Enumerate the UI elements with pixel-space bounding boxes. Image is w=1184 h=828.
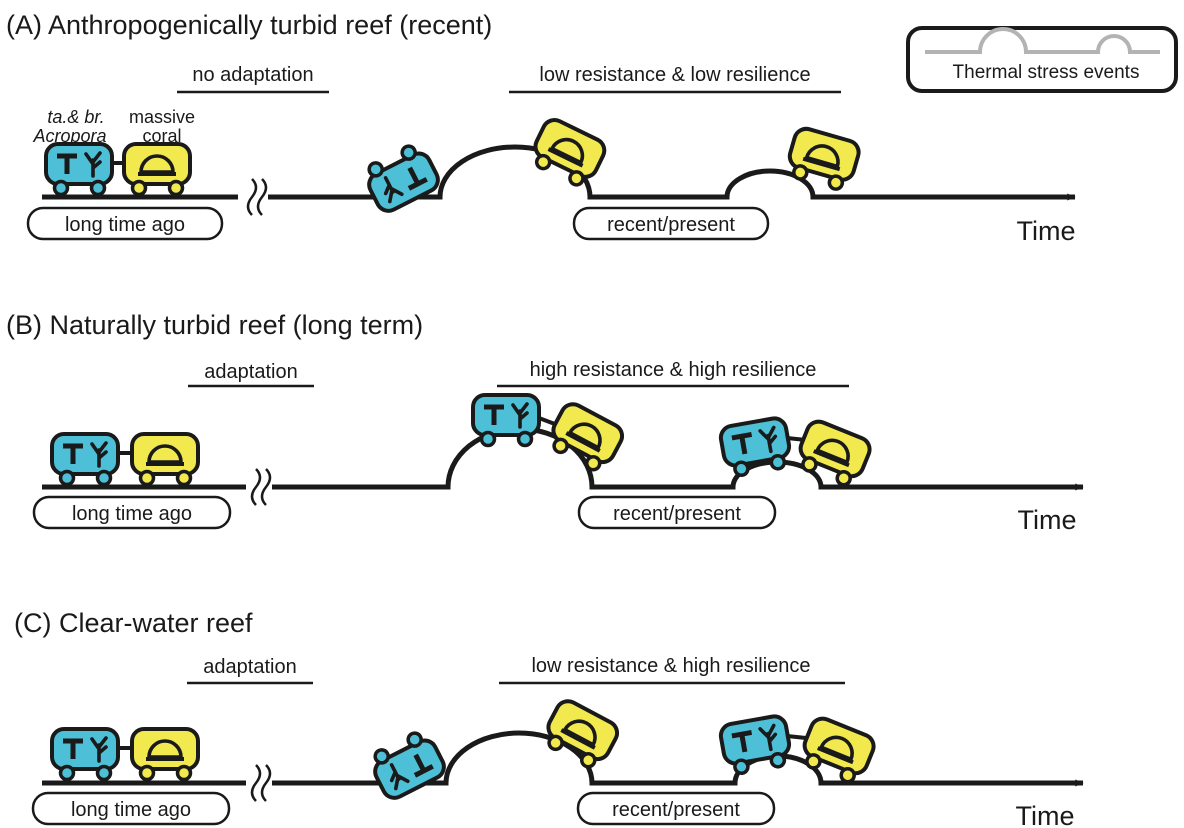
massive-label-line1: massive bbox=[129, 107, 195, 127]
panel-a: (A) Anthropogenically turbid reef (recen… bbox=[6, 10, 1076, 246]
panel-c-title: (C) Clear-water reef bbox=[14, 608, 253, 638]
panel-a-pill-left bbox=[26, 206, 224, 241]
legend-stress-curve bbox=[925, 27, 1160, 54]
acropora-label-line2: Acropora bbox=[32, 126, 106, 146]
panel-c-acropora-car-old bbox=[52, 729, 118, 780]
panel-a-acropora-car-old bbox=[46, 144, 112, 195]
panel-c-time-label: Time bbox=[1016, 801, 1075, 828]
panel-c-acropora-car-overturned bbox=[366, 727, 448, 802]
massive-label-line2: coral bbox=[142, 126, 181, 146]
panel-c-left-label: adaptation bbox=[203, 656, 296, 678]
panel-c-coupler-hill2 bbox=[786, 734, 807, 740]
panel-b-acropora-car-hill1 bbox=[473, 395, 539, 446]
panel-c-track-break bbox=[250, 764, 272, 802]
panel-a-track-break bbox=[246, 178, 268, 216]
panel-b-massive-car-hill1 bbox=[544, 400, 626, 476]
panel-c-massive-car-hill1 bbox=[539, 697, 621, 773]
panel-c-track-main bbox=[272, 730, 1084, 787]
panel-a-left-label: no adaptation bbox=[192, 64, 313, 86]
panel-a-massive-car-hill2 bbox=[782, 124, 864, 195]
panel-b-pill-left bbox=[32, 495, 232, 530]
panel-a-massive-car-hill1 bbox=[527, 116, 608, 190]
panel-b-acropora-car-hill2 bbox=[719, 417, 793, 478]
panel-c-right-label: low resistance & high resilience bbox=[531, 655, 810, 677]
panel-a-pill-right bbox=[572, 206, 770, 241]
panel-c-acropora-car-hill2 bbox=[719, 715, 793, 776]
panel-b-track-main bbox=[272, 426, 1084, 491]
panel-a-massive-car-old bbox=[122, 142, 192, 197]
panel-b-track-break bbox=[250, 468, 272, 506]
panel-c-pill-left bbox=[31, 791, 231, 826]
panel-b-left-label: adaptation bbox=[204, 361, 297, 383]
legend-label: Thermal stress events bbox=[953, 62, 1140, 83]
panel-c-pill-right bbox=[576, 791, 776, 826]
panel-b-right-label: high resistance & high resilience bbox=[530, 359, 817, 381]
panel-c-massive-car-old bbox=[130, 727, 200, 782]
panel-c: (C) Clear-water reef adaptation low resi… bbox=[14, 608, 1084, 828]
legend-box: Thermal stress events bbox=[906, 26, 1178, 93]
panel-a-track-main bbox=[268, 144, 1076, 201]
panel-b-massive-car-hill2 bbox=[791, 416, 876, 492]
panel-b-pill-right-text: recent/present bbox=[613, 503, 741, 525]
acropora-label-line1: ta.& br. bbox=[47, 107, 104, 127]
panel-a-title: (A) Anthropogenically turbid reef (recen… bbox=[6, 10, 492, 40]
panel-c-pill-left-text: long time ago bbox=[71, 799, 191, 821]
panel-a-pill-left-text: long time ago bbox=[65, 214, 185, 236]
panel-a-pill-right-text: recent/present bbox=[607, 214, 735, 236]
panel-c-pill-right-text: recent/present bbox=[612, 799, 740, 821]
panel-a-right-label: low resistance & low resilience bbox=[539, 64, 810, 86]
panel-b-title: (B) Naturally turbid reef (long term) bbox=[6, 310, 423, 340]
panel-b-acropora-car-old bbox=[52, 434, 118, 485]
panel-b-pill-right bbox=[577, 495, 777, 530]
panel-b: (B) Naturally turbid reef (long term) ad… bbox=[6, 310, 1084, 535]
panel-b-pill-left-text: long time ago bbox=[72, 503, 192, 525]
panel-c-massive-car-hill2 bbox=[795, 713, 880, 789]
panel-b-time-label: Time bbox=[1018, 505, 1077, 535]
panel-a-time-label: Time bbox=[1017, 216, 1076, 246]
panel-b-massive-car-old bbox=[130, 432, 200, 487]
panel-a-acropora-car-overturned bbox=[360, 140, 442, 215]
